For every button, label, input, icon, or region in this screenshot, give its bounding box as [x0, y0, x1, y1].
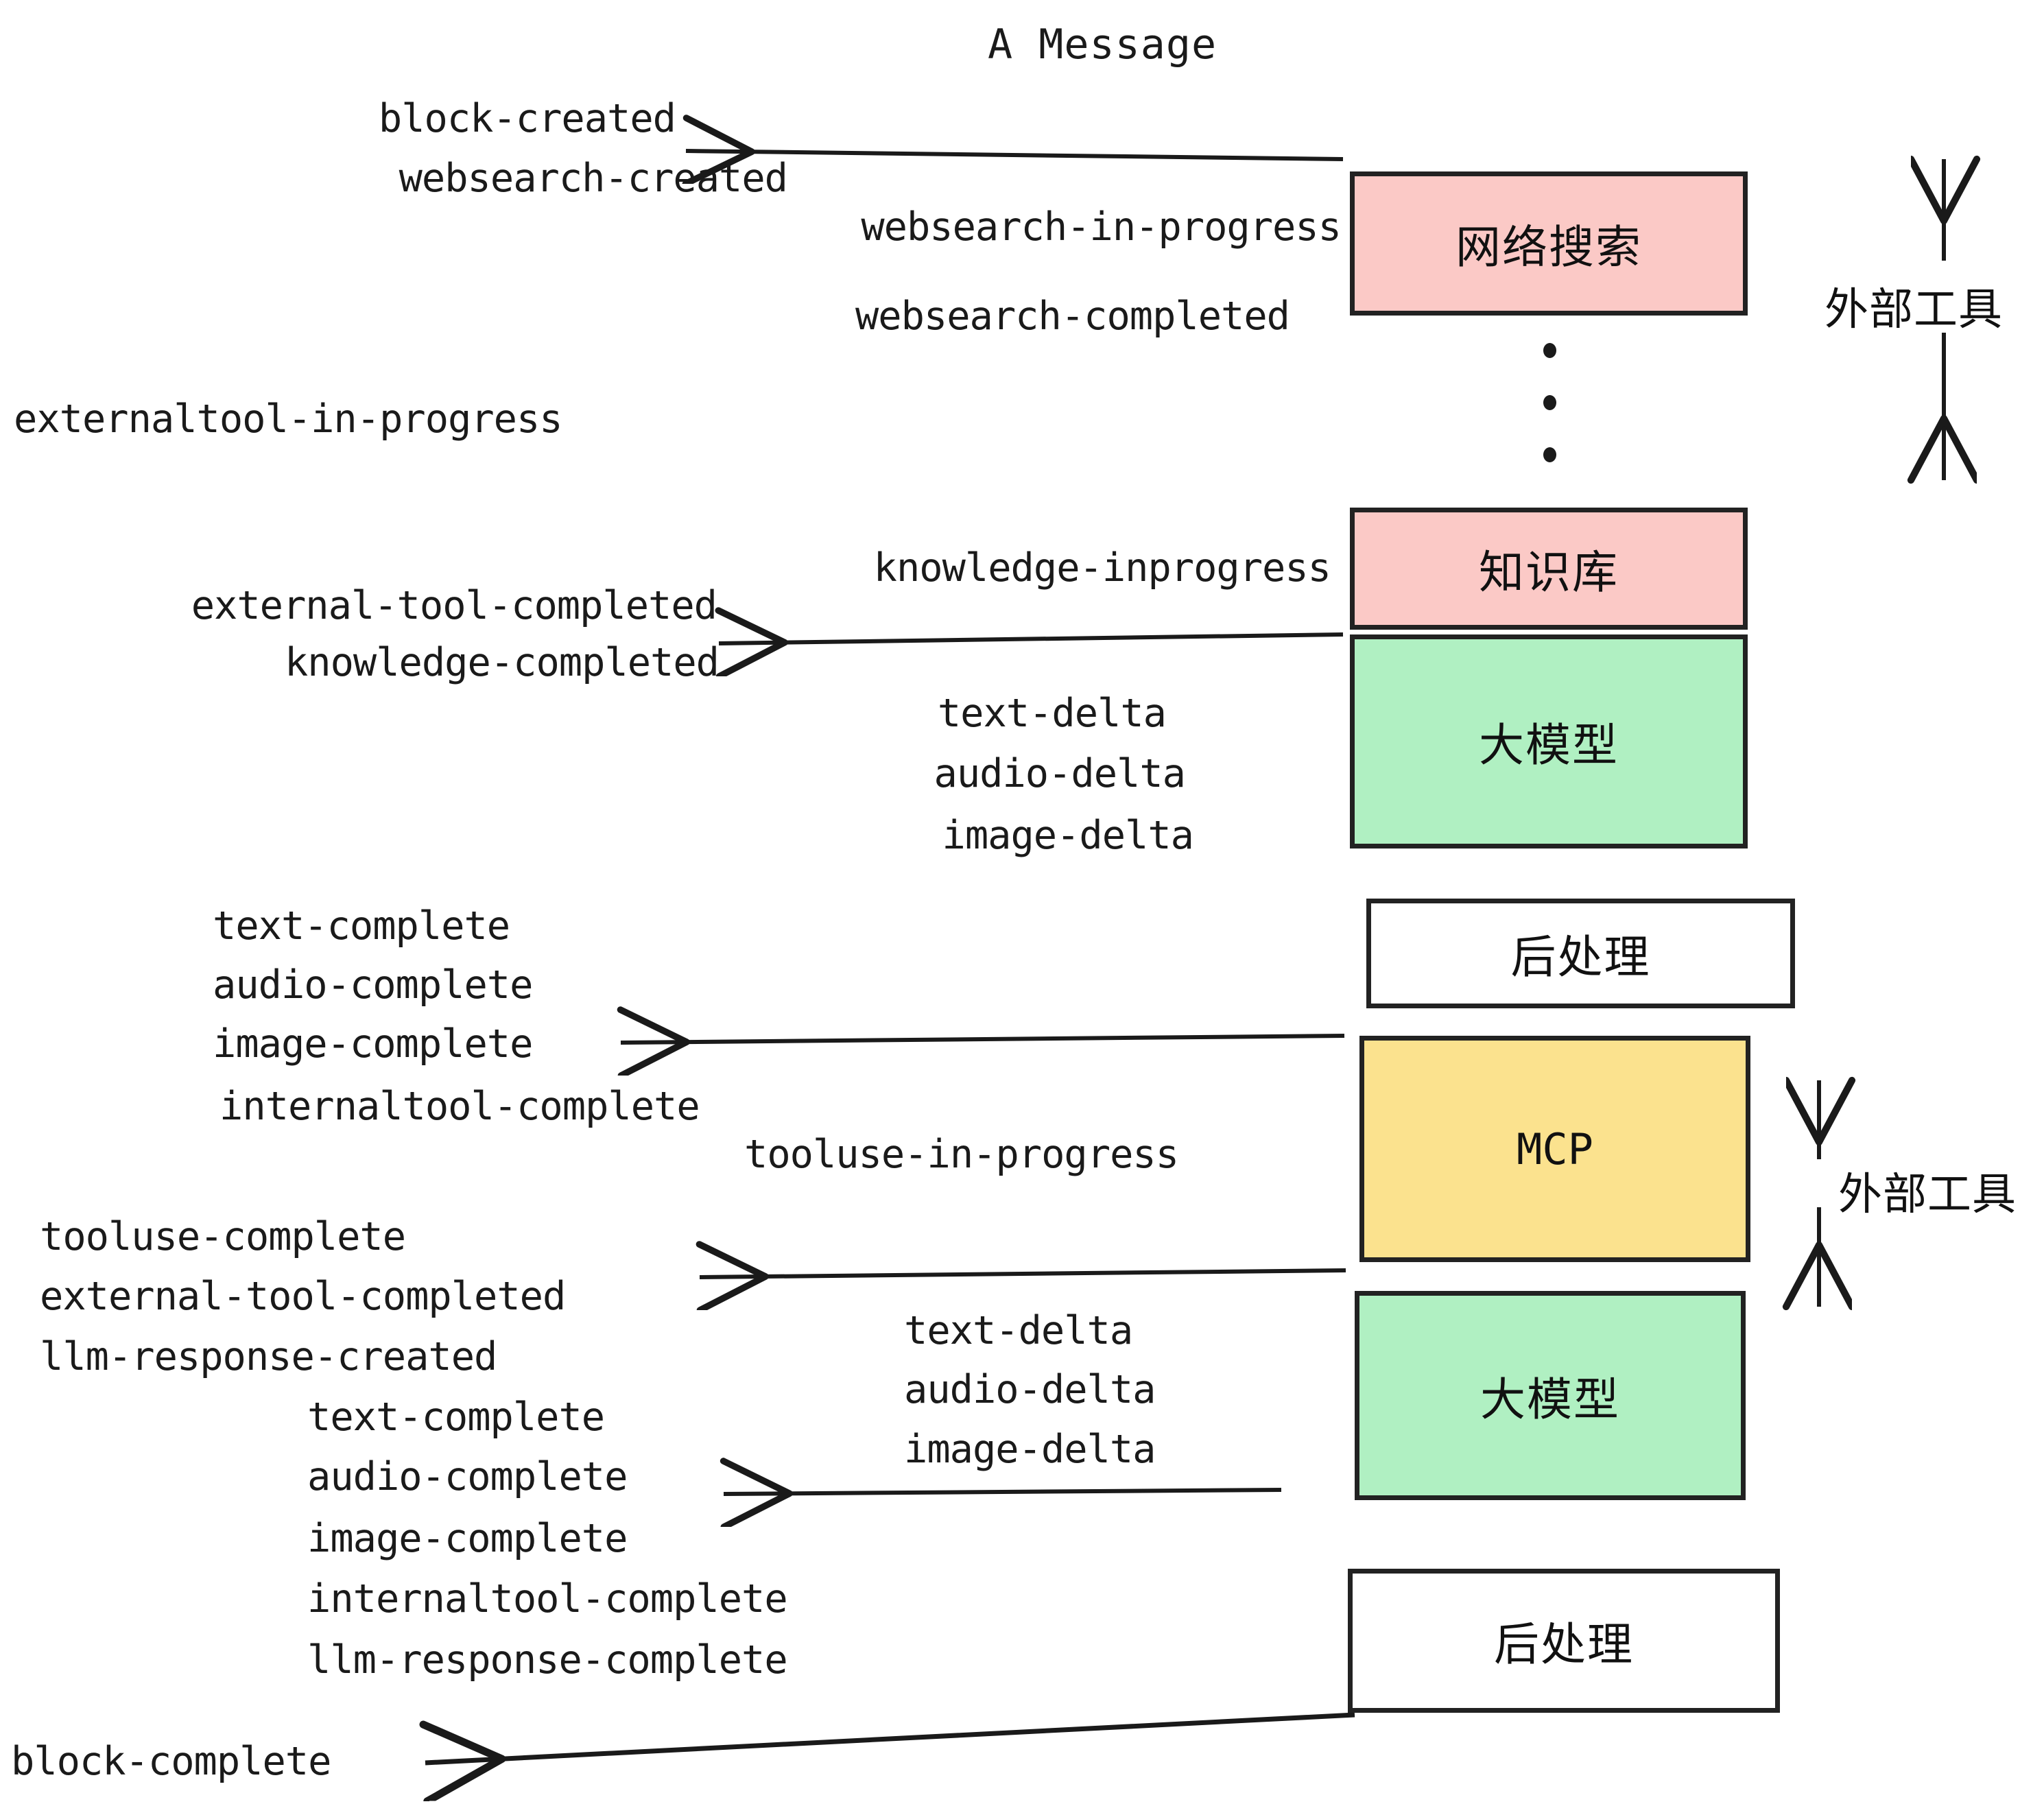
event-image-complete-1: image-complete	[213, 1021, 533, 1067]
event-image-delta-2: image-delta	[904, 1427, 1156, 1472]
box-llm-top-label: 大模型	[1479, 719, 1619, 772]
box-mcp[interactable]: MCP	[1359, 1036, 1750, 1262]
box-postprocess-2-label: 后处理	[1494, 1618, 1634, 1671]
event-block-created: block-created	[378, 96, 676, 141]
event-internaltool-complete-2: internaltool-complete	[307, 1576, 788, 1622]
event-text-delta-1: text-delta	[937, 691, 1167, 736]
dot-2	[1543, 395, 1556, 410]
event-audio-delta-2: audio-delta	[904, 1367, 1156, 1412]
event-external-tool-completed-2: external-tool-completed	[40, 1274, 566, 1319]
box-knowledge[interactable]: 知识库	[1350, 508, 1748, 630]
box-mcp-label: MCP	[1517, 1124, 1593, 1174]
box-llm-bottom[interactable]: 大模型	[1355, 1291, 1746, 1500]
event-tooluse-complete: tooluse-complete	[40, 1214, 406, 1259]
event-llm-response-created: llm-response-created	[40, 1334, 497, 1379]
box-postprocess-1-label: 后处理	[1510, 931, 1651, 984]
box-websearch-label: 网络搜索	[1455, 221, 1642, 274]
box-knowledge-label: 知识库	[1479, 546, 1619, 599]
box-postprocess-1[interactable]: 后处理	[1366, 899, 1795, 1008]
event-audio-complete-1: audio-complete	[213, 962, 533, 1008]
external-tools-bottom-label: 外部工具	[1838, 1170, 2017, 1220]
box-postprocess-2[interactable]: 后处理	[1348, 1569, 1780, 1713]
arrow-postprocess-to-image-complete	[621, 1036, 1345, 1043]
arrow-websearch-to-block-created	[686, 151, 1344, 159]
event-tooluse-in-progress: tooluse-in-progress	[744, 1132, 1179, 1177]
page-title: A Message	[988, 21, 1217, 69]
event-image-delta-1: image-delta	[942, 813, 1194, 858]
event-websearch-in-progress: websearch-in-progress	[861, 204, 1342, 250]
box-llm-top[interactable]: 大模型	[1350, 634, 1748, 848]
event-internaltool-complete-1: internaltool-complete	[219, 1084, 700, 1129]
event-externaltool-in-progress: externaltool-in-progress	[14, 396, 563, 442]
event-image-complete-2: image-complete	[307, 1516, 628, 1561]
ellipsis-dots	[1543, 343, 1557, 499]
event-text-complete-1: text-complete	[213, 903, 510, 949]
event-block-complete: block-complete	[11, 1739, 331, 1784]
arrow-llm-to-audio-complete	[724, 1490, 1282, 1494]
dot-3	[1543, 447, 1556, 462]
event-text-complete-2: text-complete	[307, 1394, 605, 1440]
dot-1	[1543, 343, 1556, 358]
event-websearch-completed: websearch-completed	[855, 294, 1290, 339]
event-audio-delta-1: audio-delta	[934, 751, 1186, 796]
external-tools-top-label: 外部工具	[1825, 285, 2003, 335]
event-knowledge-completed: knowledge-completed	[284, 640, 720, 685]
event-knowledge-inprogress: knowledge-inprogress	[873, 545, 1331, 591]
event-audio-complete-2: audio-complete	[307, 1454, 628, 1499]
event-external-tool-completed-1: external-tool-completed	[191, 583, 717, 628]
event-text-delta-2: text-delta	[904, 1308, 1133, 1353]
box-llm-bottom-label: 大模型	[1480, 1373, 1620, 1426]
arrow-postprocess-to-block-complete	[425, 1712, 1355, 1763]
arrow-mcp-to-tooluse-complete	[700, 1270, 1346, 1277]
box-websearch[interactable]: 网络搜索	[1350, 171, 1748, 316]
event-llm-response-complete: llm-response-complete	[307, 1637, 788, 1683]
event-websearch-created: websearch-created	[399, 156, 788, 201]
arrow-knowledge-to-completed	[719, 634, 1344, 643]
